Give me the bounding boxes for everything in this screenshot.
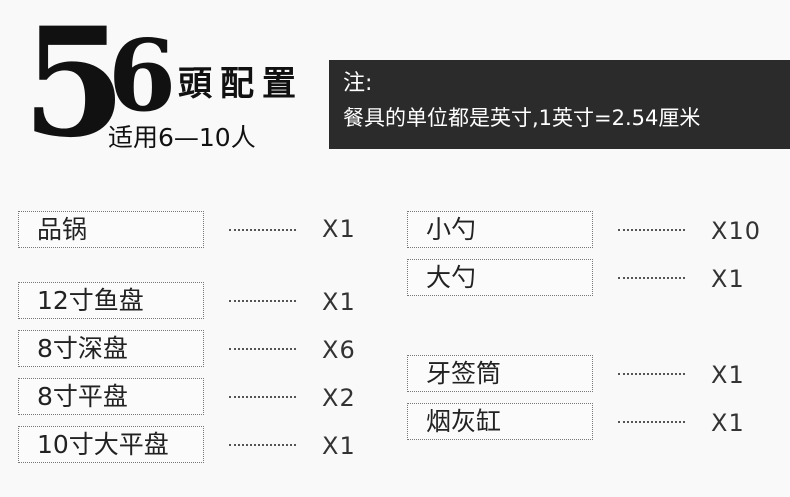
item-quantity: X10: [711, 217, 761, 245]
dotted-leader: [229, 444, 296, 446]
item-box-12in-fish-plate: 12寸鱼盘: [18, 282, 204, 319]
dotted-leader: [618, 373, 685, 375]
item-box-10in-large-plate: 10寸大平盘: [18, 426, 204, 463]
item-label: 烟灰缸: [426, 407, 502, 436]
item-box-small-spoon: 小勺: [407, 211, 593, 248]
item-box-8in-flat-plate: 8寸平盘: [18, 378, 204, 415]
suitable-people: 适用6—10人: [108, 123, 256, 152]
item-box-8in-deep-plate: 8寸深盘: [18, 330, 204, 367]
note-box: 注: 餐具的单位都是英寸,1英寸=2.54厘米: [329, 60, 790, 149]
count-digit-five: 5: [22, 0, 126, 171]
item-quantity: X1: [711, 361, 745, 389]
item-box-pot: 品锅: [18, 211, 204, 248]
dotted-leader: [618, 229, 685, 231]
dotted-leader: [229, 348, 296, 350]
dotted-leader: [618, 421, 685, 423]
item-label: 10寸大平盘: [37, 430, 169, 459]
item-label: 8寸深盘: [37, 334, 128, 363]
item-box-toothpick-holder: 牙签筒: [407, 355, 593, 392]
item-label: 大勺: [426, 263, 477, 292]
note-title: 注:: [343, 71, 373, 96]
item-label: 牙签筒: [426, 359, 502, 388]
dotted-leader: [618, 277, 685, 279]
item-quantity: X1: [711, 265, 745, 293]
item-quantity: X1: [711, 409, 745, 437]
item-label: 品锅: [37, 215, 88, 244]
item-label: 12寸鱼盘: [37, 286, 144, 315]
item-quantity: X6: [322, 336, 356, 364]
item-box-ashtray: 烟灰缸: [407, 403, 593, 440]
item-quantity: X1: [322, 432, 356, 460]
item-quantity: X2: [322, 384, 356, 412]
item-box-large-spoon: 大勺: [407, 259, 593, 296]
item-quantity: X1: [322, 288, 356, 316]
dotted-leader: [229, 229, 296, 231]
dotted-leader: [229, 300, 296, 302]
dotted-leader: [229, 396, 296, 398]
item-label: 小勺: [426, 215, 477, 244]
config-title: 頭配置: [178, 64, 304, 104]
item-label: 8寸平盘: [37, 382, 128, 411]
item-quantity: X1: [322, 215, 356, 243]
count-digit-six: 6: [108, 19, 177, 134]
note-text: 餐具的单位都是英寸,1英寸=2.54厘米: [343, 106, 701, 130]
